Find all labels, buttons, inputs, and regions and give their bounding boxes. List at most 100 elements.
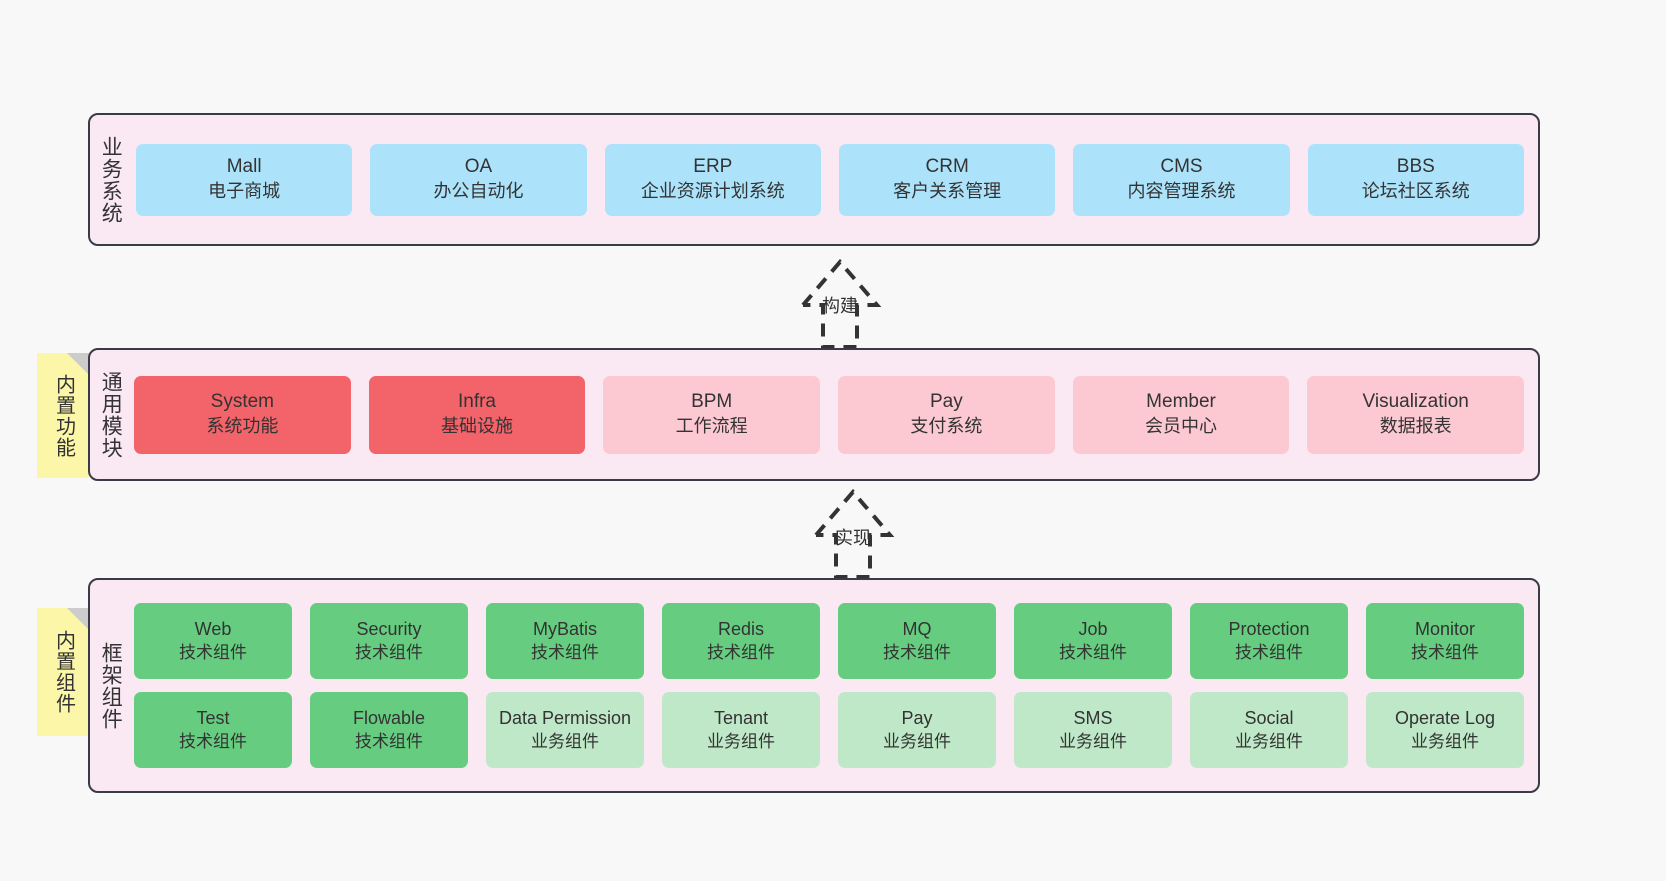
card-subtitle: 业务组件 xyxy=(883,731,951,751)
card-bpm[interactable]: BPM 工作流程 xyxy=(603,375,821,454)
card-subtitle: 系统功能 xyxy=(206,416,279,437)
card-mq[interactable]: MQ 技术组件 xyxy=(838,603,996,679)
card-subtitle: 业务组件 xyxy=(707,731,775,751)
card-subtitle: 办公自动化 xyxy=(433,181,524,202)
card-subtitle: 技术组件 xyxy=(707,642,775,662)
card-security[interactable]: Security 技术组件 xyxy=(310,603,468,679)
card-operate-log[interactable]: Operate Log 业务组件 xyxy=(1366,692,1524,768)
card-protection[interactable]: Protection 技术组件 xyxy=(1190,603,1348,679)
card-member[interactable]: Member 会员中心 xyxy=(1072,375,1290,454)
card-subtitle: 技术组件 xyxy=(1059,642,1127,662)
card-title: Protection xyxy=(1228,619,1310,639)
card-title: Member xyxy=(1146,391,1216,413)
layer-body-framework: Web 技术组件 Security 技术组件 MyBatis 技术组件 Redi… xyxy=(130,580,1538,791)
card-subtitle: 电子商城 xyxy=(208,181,281,202)
sticky-note-text: 内置功能 xyxy=(52,373,75,458)
card-subtitle: 会员中心 xyxy=(1145,416,1218,437)
card-subtitle: 数据报表 xyxy=(1379,416,1452,437)
card-title: Security xyxy=(356,619,422,639)
card-sms[interactable]: SMS 业务组件 xyxy=(1014,692,1172,768)
card-subtitle: 客户关系管理 xyxy=(893,181,1002,202)
card-title: Social xyxy=(1244,708,1294,728)
dashed-hollow-arrow-icon xyxy=(814,488,895,579)
card-title: BBS xyxy=(1396,156,1435,178)
card-subtitle: 业务组件 xyxy=(1411,731,1479,751)
layer-title-common: 通用模块 xyxy=(99,370,123,459)
card-title: Infra xyxy=(457,391,497,413)
layer-panel-business: 业务系统 Mall 电子商城 OA 办公自动化 ERP 企业资源计划系统 CRM… xyxy=(88,113,1540,246)
card-pay-business[interactable]: Pay 业务组件 xyxy=(838,692,996,768)
layer-body-common: System 系统功能 Infra 基础设施 BPM 工作流程 Pay 支付系统… xyxy=(130,350,1538,479)
card-row: System 系统功能 Infra 基础设施 BPM 工作流程 Pay 支付系统… xyxy=(134,375,1525,454)
card-pay[interactable]: Pay 支付系统 xyxy=(838,375,1055,454)
card-data-permission[interactable]: Data Permission 业务组件 xyxy=(486,692,644,768)
card-title: Operate Log xyxy=(1394,708,1496,728)
card-title: Monitor xyxy=(1414,619,1476,639)
card-infra[interactable]: Infra 基础设施 xyxy=(368,375,586,454)
card-visualization[interactable]: Visualization 数据报表 xyxy=(1307,375,1525,454)
arrow-build: 构建 xyxy=(745,252,935,357)
card-title: Visualization xyxy=(1362,391,1469,413)
card-redis[interactable]: Redis 技术组件 xyxy=(662,603,820,679)
card-subtitle: 业务组件 xyxy=(1235,731,1303,751)
card-erp[interactable]: ERP 企业资源计划系统 xyxy=(604,143,821,216)
card-title: CRM xyxy=(925,156,969,178)
card-bbs[interactable]: BBS 论坛社区系统 xyxy=(1307,143,1524,216)
card-subtitle: 支付系统 xyxy=(910,416,983,437)
card-oa[interactable]: OA 办公自动化 xyxy=(370,143,587,216)
card-subtitle: 技术组件 xyxy=(179,731,247,751)
card-flowable[interactable]: Flowable 技术组件 xyxy=(310,692,468,768)
sticky-note-builtin-features: 内置功能 xyxy=(37,353,89,478)
card-subtitle: 业务组件 xyxy=(1059,731,1127,751)
card-title: Redis xyxy=(717,619,765,639)
card-title: CMS xyxy=(1160,156,1203,178)
card-subtitle: 企业资源计划系统 xyxy=(640,181,785,202)
card-title: MQ xyxy=(902,619,932,639)
arrow-label-implement: 实现 xyxy=(835,528,871,548)
card-subtitle: 技术组件 xyxy=(179,642,247,662)
card-subtitle: 技术组件 xyxy=(355,642,423,662)
card-title: Pay xyxy=(901,708,933,728)
card-job[interactable]: Job 技术组件 xyxy=(1014,603,1172,679)
card-row: Mall 电子商城 OA 办公自动化 ERP 企业资源计划系统 CRM 客户关系… xyxy=(136,143,1524,216)
card-subtitle: 内容管理系统 xyxy=(1127,181,1236,202)
arrow-label-build: 构建 xyxy=(822,296,858,316)
card-mall[interactable]: Mall 电子商城 xyxy=(136,143,353,216)
card-subtitle: 技术组件 xyxy=(531,642,599,662)
card-row: Test 技术组件 Flowable 技术组件 Data Permission … xyxy=(134,692,1524,768)
layer-body-business: Mall 电子商城 OA 办公自动化 ERP 企业资源计划系统 CRM 客户关系… xyxy=(130,115,1538,244)
layer-panel-common: 通用模块 System 系统功能 Infra 基础设施 BPM 工作流程 Pay… xyxy=(88,348,1540,481)
card-subtitle: 工作流程 xyxy=(675,416,748,437)
card-title: SMS xyxy=(1073,708,1113,728)
card-title: Web xyxy=(194,619,232,639)
card-subtitle: 技术组件 xyxy=(883,642,951,662)
card-social[interactable]: Social 业务组件 xyxy=(1190,692,1348,768)
dashed-hollow-arrow-icon xyxy=(801,258,882,349)
arrow-implement: 实现 xyxy=(758,482,948,587)
card-subtitle: 技术组件 xyxy=(1411,642,1479,662)
card-title: ERP xyxy=(693,156,733,178)
card-row: Web 技术组件 Security 技术组件 MyBatis 技术组件 Redi… xyxy=(134,603,1524,679)
card-cms[interactable]: CMS 内容管理系统 xyxy=(1073,143,1290,216)
card-title: Data Permission xyxy=(498,708,632,728)
layer-title-business: 业务系统 xyxy=(99,135,123,224)
card-title: Tenant xyxy=(713,708,769,728)
card-system[interactable]: System 系统功能 xyxy=(134,375,351,454)
sticky-note-builtin-components: 内置组件 xyxy=(37,608,89,736)
card-test[interactable]: Test 技术组件 xyxy=(134,692,292,768)
card-title: OA xyxy=(464,156,493,178)
card-web[interactable]: Web 技术组件 xyxy=(134,603,292,679)
card-title: Mall xyxy=(226,156,262,178)
card-title: System xyxy=(210,391,275,413)
card-subtitle: 技术组件 xyxy=(1235,642,1303,662)
card-title: Pay xyxy=(929,391,963,413)
card-crm[interactable]: CRM 客户关系管理 xyxy=(838,143,1056,216)
sticky-note-text: 内置组件 xyxy=(52,630,75,714)
card-mybatis[interactable]: MyBatis 技术组件 xyxy=(486,603,644,679)
card-tenant[interactable]: Tenant 业务组件 xyxy=(662,692,820,768)
card-title: BPM xyxy=(691,391,733,413)
card-monitor[interactable]: Monitor 技术组件 xyxy=(1366,603,1524,679)
card-title: Job xyxy=(1078,619,1108,639)
card-title: MyBatis xyxy=(532,619,597,639)
